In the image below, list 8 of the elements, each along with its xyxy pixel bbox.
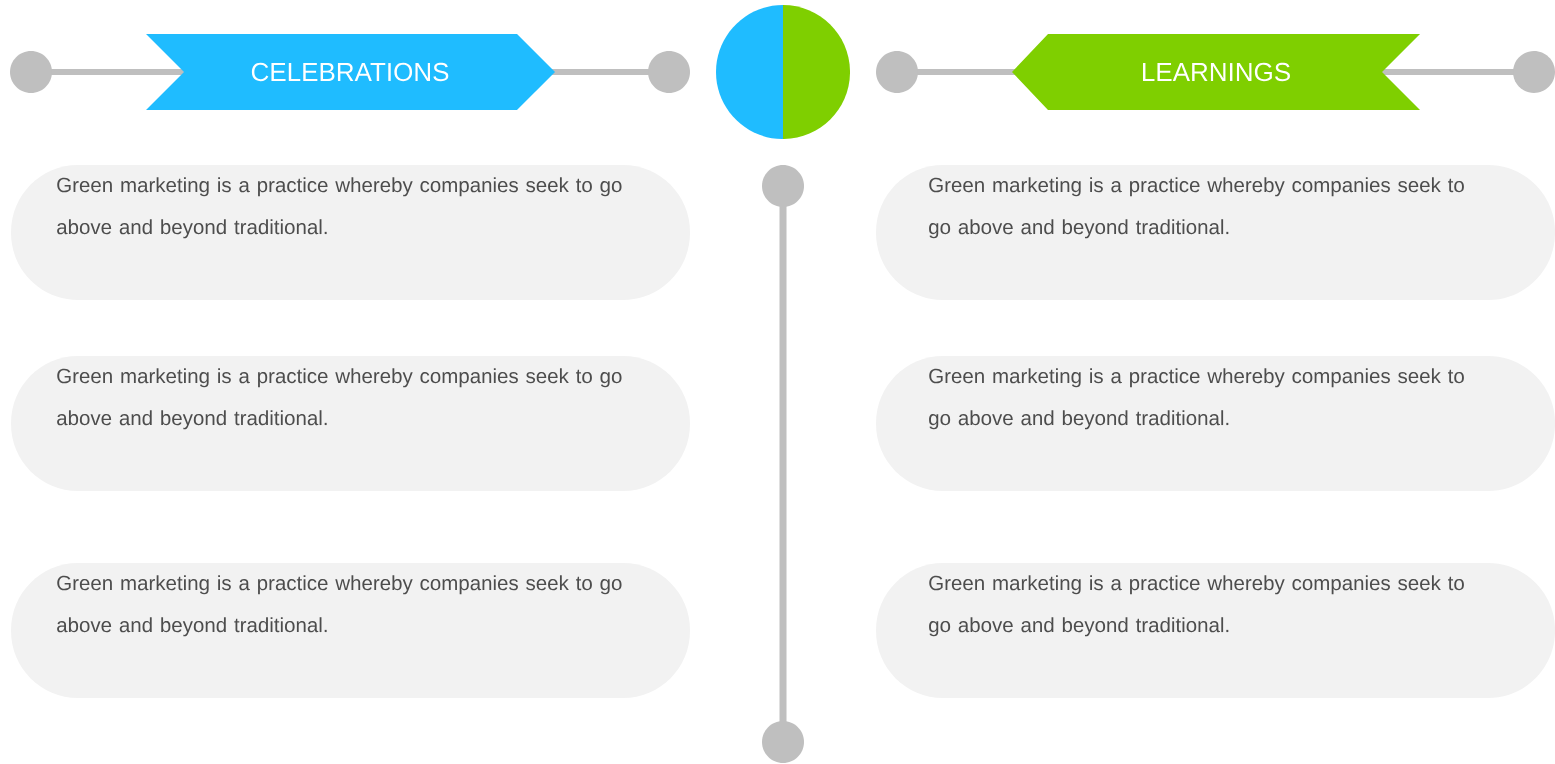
text-pill: Green marketing is a practice whereby companies seek to go above and beyond traditional. [876, 356, 1555, 491]
text-pill: Green marketing is a practice whereby companies seek to go above and beyond traditional. [11, 165, 690, 300]
text-pill: Green marketing is a practice whereby companies seek to go above and beyond traditional. [876, 165, 1555, 300]
ribbon-banner: LEARNINGS [1012, 34, 1420, 110]
text-pill: Green marketing is a practice whereby companies seek to go above and beyond traditional. [876, 563, 1555, 698]
text-pill: Green marketing is a practice whereby companies seek to go above and beyond traditional. [11, 356, 690, 491]
ribbon-banner: CELEBRATIONS [146, 34, 555, 110]
text-pill: Green marketing is a practice whereby companies seek to go above and beyond traditional. [11, 563, 690, 698]
